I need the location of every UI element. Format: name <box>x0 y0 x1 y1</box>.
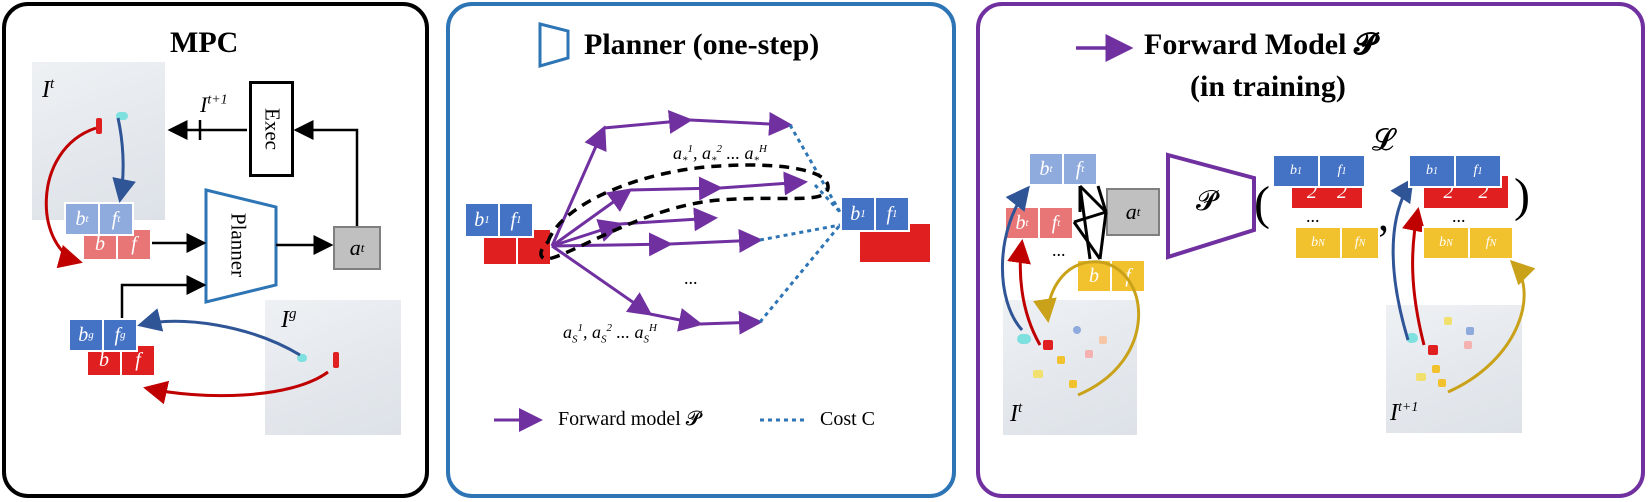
gt-ellipsis: ... <box>1452 206 1466 227</box>
loss-open-paren: ( <box>1254 176 1270 231</box>
loss-close-paren: ) <box>1514 168 1530 223</box>
fw-model-symbol: 𝓟 <box>1196 186 1216 218</box>
pred-ellipsis: ... <box>1306 206 1320 227</box>
loss-symbol: 𝓛 <box>1372 124 1394 158</box>
